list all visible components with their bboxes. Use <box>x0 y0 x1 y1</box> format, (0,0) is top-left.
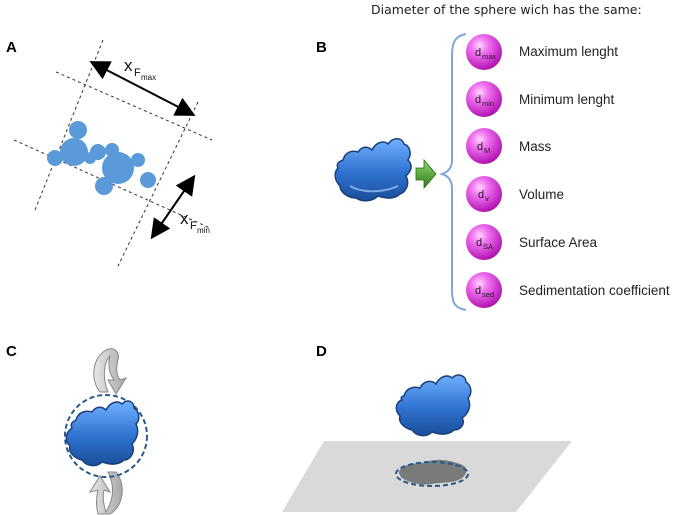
panel-c: C <box>6 343 148 515</box>
svg-text:max: max <box>482 52 496 61</box>
panel-d-letter: D <box>316 343 327 360</box>
panel-a: A x F max <box>6 39 213 267</box>
particle-shadow <box>399 459 467 485</box>
item-label: Surface Area <box>519 235 598 250</box>
sphere-icon <box>466 224 502 260</box>
irregular-particle <box>65 400 140 467</box>
irregular-particle <box>395 374 472 437</box>
item-sedimentation: d sed Sedimentation coefficient <box>466 272 670 308</box>
svg-text:max: max <box>141 73 156 82</box>
svg-text:d: d <box>476 237 482 249</box>
svg-text:d: d <box>475 285 481 297</box>
panel-b-letter: B <box>316 39 327 56</box>
svg-text:d: d <box>477 141 483 153</box>
sphere-icon <box>466 176 502 212</box>
svg-text:x: x <box>124 56 133 75</box>
projected-area-outline <box>395 461 469 487</box>
item-min-length: d min Minimum lenght <box>466 81 615 117</box>
panel-a-letter: A <box>6 39 17 56</box>
svg-text:M: M <box>484 146 490 155</box>
sphere-icon <box>466 128 502 164</box>
irregular-particle <box>334 138 412 202</box>
item-label: Mass <box>519 139 552 154</box>
guide-line-left <box>34 39 104 211</box>
panel-b-header: Diameter of the sphere wich has the same… <box>371 2 642 17</box>
equivalent-diameter-list: d max Maximum lenght d min Minimum lengh… <box>466 34 670 308</box>
item-mass: d M Mass <box>466 128 552 164</box>
svg-text:SA: SA <box>483 242 493 251</box>
bounding-circle <box>64 394 148 478</box>
item-label: Maximum lenght <box>519 44 618 59</box>
svg-text:F: F <box>134 67 141 79</box>
sphere-icon <box>466 34 502 70</box>
panel-c-letter: C <box>6 343 17 360</box>
rotation-arrow-bottom <box>88 471 123 515</box>
svg-text:d: d <box>478 189 484 201</box>
feret-max-arrow <box>89 61 196 116</box>
item-max-length: d max Maximum lenght <box>466 34 618 70</box>
feret-min-arrow <box>150 174 196 240</box>
svg-text:d: d <box>475 47 481 59</box>
svg-text:sed: sed <box>482 290 494 299</box>
rotation-arrow-top <box>93 348 128 395</box>
guide-line-right <box>117 101 199 267</box>
item-volume: d v Volume <box>466 176 564 212</box>
feret-min-label: x F min <box>180 209 210 235</box>
svg-text:d: d <box>475 94 481 106</box>
item-label: Sedimentation coefficient <box>519 283 670 298</box>
svg-text:x: x <box>180 209 189 228</box>
item-label: Volume <box>519 187 564 202</box>
panel-d: D <box>282 343 572 512</box>
item-surface-area: d SA Surface Area <box>466 224 598 260</box>
svg-text:F: F <box>190 220 197 232</box>
sphere-icon <box>466 272 502 308</box>
particle-aggregate <box>47 121 156 195</box>
panel-b: B Diameter of the sphere wich has the sa… <box>316 2 670 311</box>
green-arrow <box>415 158 437 190</box>
feret-max-label: x F max <box>124 56 156 82</box>
svg-text:min: min <box>482 99 494 108</box>
item-label: Minimum lenght <box>519 92 615 107</box>
svg-text:v: v <box>485 194 489 203</box>
svg-text:min: min <box>197 226 210 235</box>
brace <box>438 33 467 311</box>
sphere-icon <box>466 81 502 117</box>
